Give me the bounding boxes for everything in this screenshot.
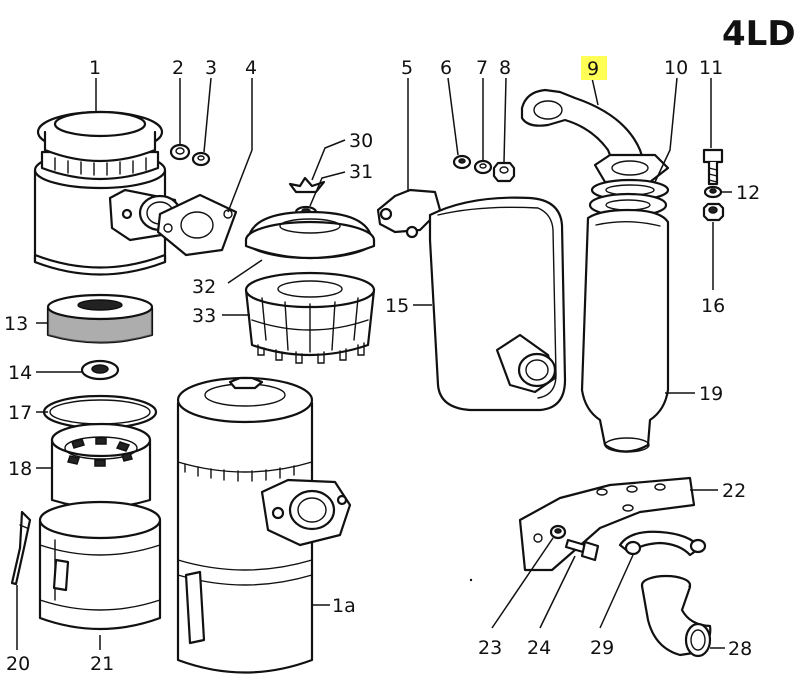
label-8: 8 [499, 57, 511, 79]
part-18-cup [50, 422, 152, 509]
label-6: 6 [440, 57, 452, 79]
label-21: 21 [90, 653, 114, 675]
part-23-nut [549, 524, 567, 540]
label-12: 12 [736, 182, 760, 204]
label-32: 32 [192, 276, 216, 298]
part-14-washer [80, 359, 120, 381]
label-1: 1 [89, 57, 101, 79]
diagram-title: 4LD [722, 14, 796, 54]
part-9-elbow-pipe [520, 88, 670, 184]
part-33-screen [244, 271, 376, 364]
part-28-elbow [640, 574, 712, 658]
label-16: 16 [701, 295, 725, 317]
label-30: 30 [349, 130, 373, 152]
part-32-cover [244, 210, 376, 260]
part-16-nut [702, 202, 725, 222]
label-17: 17 [8, 402, 32, 424]
label-15: 15 [385, 295, 409, 317]
part-7-washer [473, 159, 493, 175]
label-4: 4 [245, 57, 257, 79]
part-30-wing-nut [288, 176, 326, 194]
label-14: 14 [8, 362, 32, 384]
label-20: 20 [6, 653, 30, 675]
part-2-nut [169, 143, 191, 161]
label-3: 3 [205, 57, 217, 79]
label-9-highlight [581, 56, 607, 80]
label-18: 18 [8, 458, 32, 480]
label-2: 2 [172, 57, 184, 79]
part-19-muffler [580, 192, 670, 453]
label-9: 9 [587, 58, 599, 80]
label-7: 7 [476, 57, 488, 79]
label-11: 11 [699, 57, 723, 79]
part-22-bracket [518, 476, 696, 572]
label-5: 5 [401, 57, 413, 79]
part-6-washer [452, 154, 472, 170]
part-15-muffler [376, 188, 567, 412]
label-19: 19 [699, 383, 723, 405]
part-21-bowl [38, 500, 162, 631]
part-4-gasket [156, 193, 238, 257]
part-11-bolt [702, 148, 724, 186]
part-13-filter-element [46, 293, 154, 344]
label-13: 13 [4, 313, 28, 335]
part-24-bolt [564, 538, 600, 562]
label-31: 31 [349, 161, 373, 183]
label-22: 22 [722, 480, 746, 502]
leader-lines [16, 77, 732, 650]
part-8-nut [492, 161, 516, 183]
label-1a: 1a [332, 595, 356, 617]
part-1a-air-filter [176, 376, 352, 674]
label-10: 10 [664, 57, 688, 79]
part-1-air-filter [33, 110, 182, 276]
label-23: 23 [478, 637, 502, 659]
label-24: 24 [527, 637, 551, 659]
label-33: 33 [192, 305, 216, 327]
callout-labels: 1 1a 2 3 4 5 6 7 8 9 10 11 12 13 14 15 1… [4, 57, 760, 675]
part-20-clip [10, 510, 32, 586]
label-28: 28 [728, 638, 752, 660]
label-29: 29 [590, 637, 614, 659]
part-12-washer [703, 185, 723, 199]
part-29-clamp [618, 530, 707, 557]
part-3-washer [191, 151, 211, 167]
